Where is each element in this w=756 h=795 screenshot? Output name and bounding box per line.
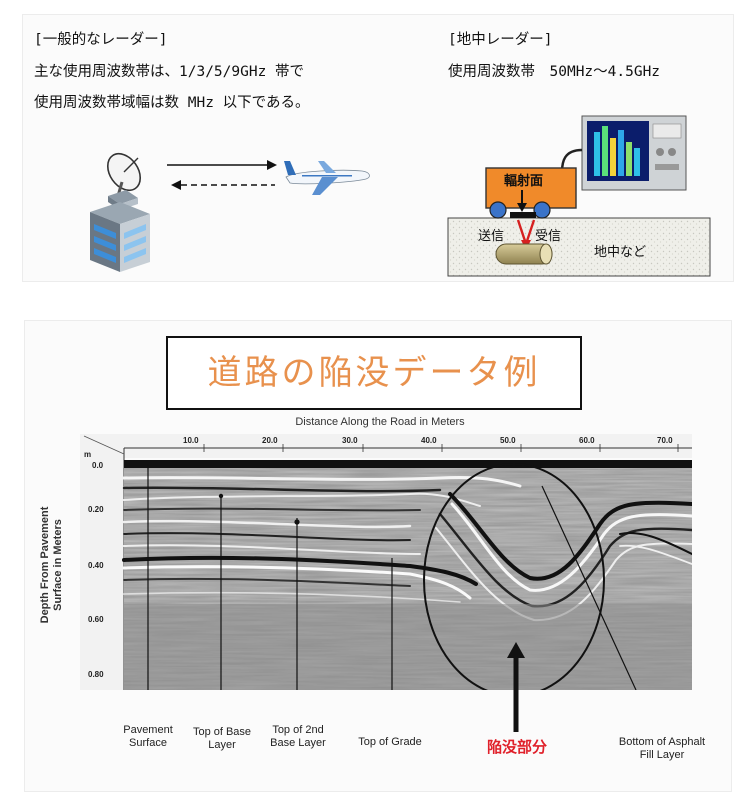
ground-radar-line1: 使用周波数帯 50MHz～4.5GHz [448,64,661,80]
ground-block [447,217,711,277]
depth-tick-020: 0.20 [88,505,104,514]
general-radar-heading: [一般的なレーダー] [34,32,168,48]
depth-tick-040: 0.40 [88,561,104,570]
airplane-icon [284,161,370,195]
top-tick-70: 70.0 [657,436,673,445]
depth-tick-0: 0.0 [92,461,104,470]
depth-axis-title: Depth From Pavement Surface in Meters [39,485,65,645]
corner-unit: m [84,450,92,459]
example-title-box [166,336,582,410]
top-tick-40: 40.0 [421,436,437,445]
ground-radar-illustration [447,115,711,277]
receive-label: 受信 [535,229,562,244]
distance-axis-title: Distance Along the Road in Meters [295,416,465,428]
general-radar-line2: 使用周波数帯域幅は数 MHz 以下である。 [34,95,310,111]
example-title: 道路の陥没データ例 [207,353,541,393]
gpr-scan-image [80,434,692,690]
depth-axis-title-line2: Surface in Meters [52,519,64,611]
top-tick-60: 60.0 [579,436,595,445]
ground-radar-heading: [地中レーダー] [448,32,553,48]
building-radar-icon [90,152,150,272]
top-tick-10: 10.0 [183,436,199,445]
top-tick-30: 30.0 [342,436,358,445]
general-radar-line1: 主な使用周波数帯は、1/3/5/9GHz 帯で [34,64,305,80]
underground-label: 地中など [594,245,647,260]
top-tick-50: 50.0 [500,436,516,445]
depth-tick-060: 0.60 [88,615,104,624]
label-top-of-grade: Top of Grade [358,736,422,748]
signal-arrows [167,160,277,190]
sinkhole-label: 陥没部分 [486,738,547,756]
top-tick-20: 20.0 [262,436,278,445]
sinkhole-arrow [507,642,525,732]
radiating-surface-label: 輻射面 [504,174,544,189]
depth-tick-080: 0.80 [88,670,104,679]
depth-axis-title-line1: Depth From Pavement [39,506,51,624]
transmit-label: 送信 [478,229,505,244]
